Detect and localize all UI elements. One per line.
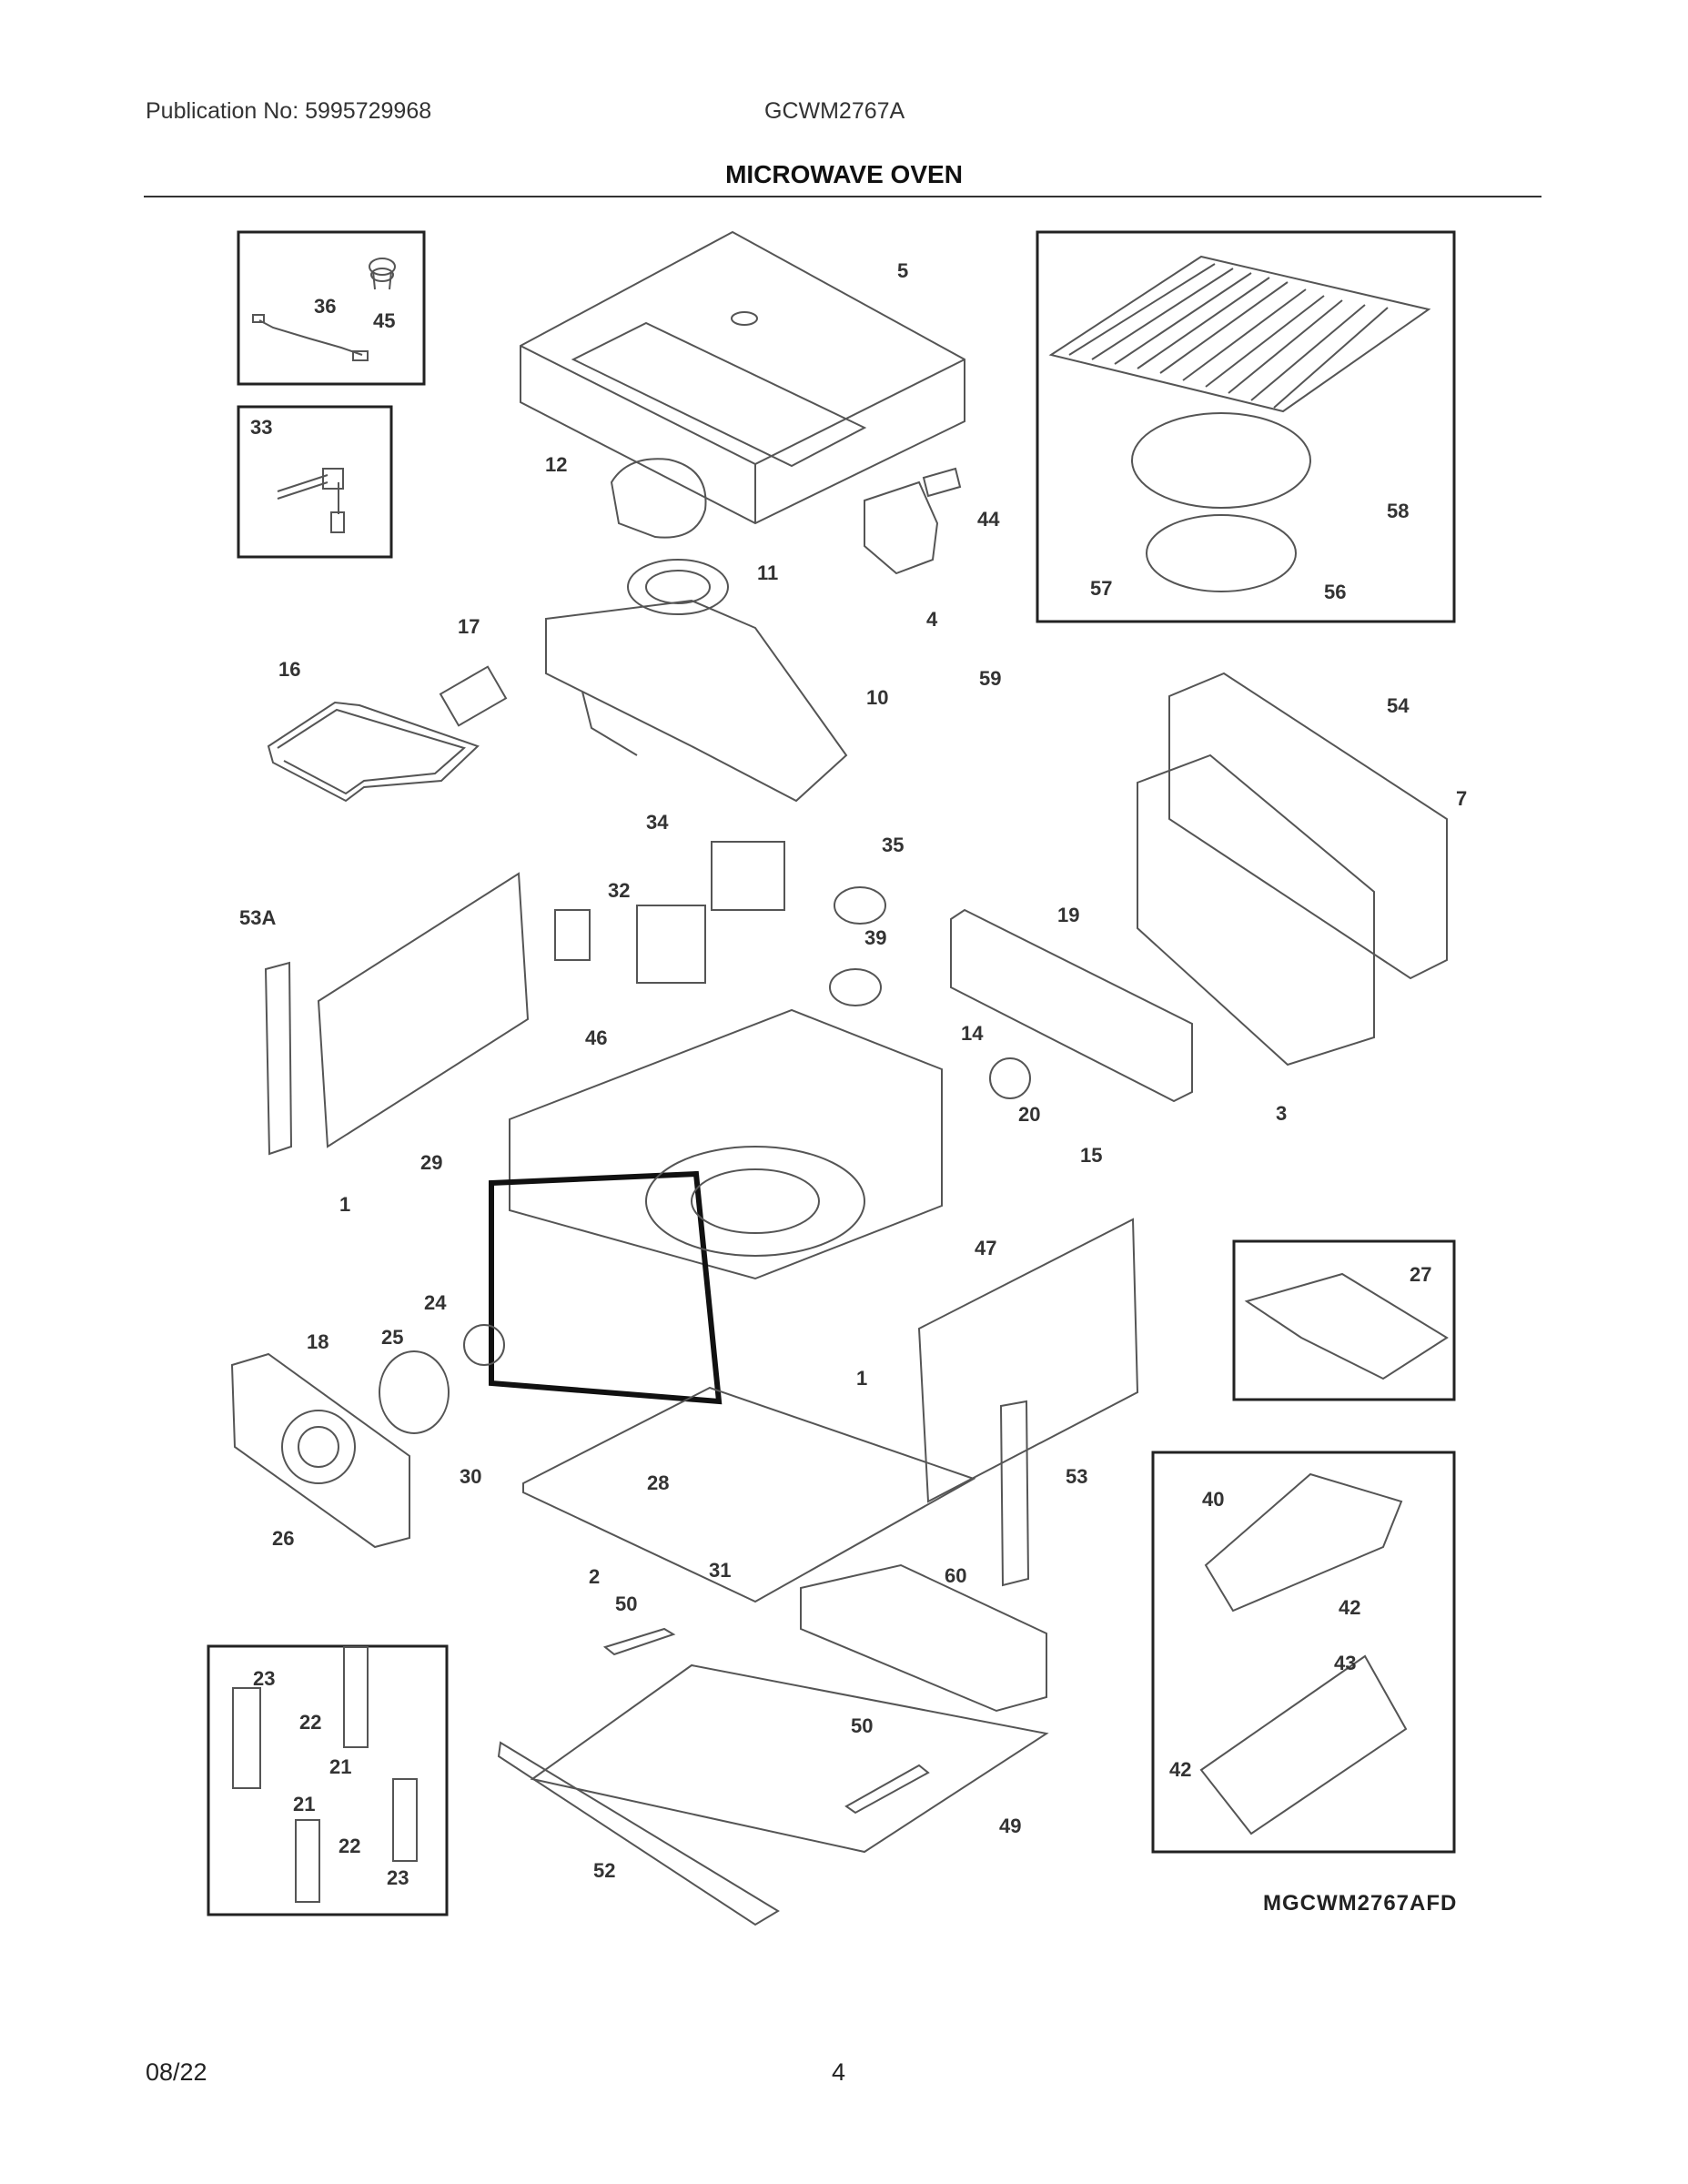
- callout-label: 54: [1387, 694, 1410, 717]
- callout-label: 40: [1202, 1488, 1224, 1511]
- publication-date: 08/22: [146, 2058, 207, 2086]
- callout-label: 56: [1324, 581, 1346, 603]
- callout-label: 1: [339, 1193, 350, 1216]
- callout-label: 5: [897, 259, 908, 282]
- publication-number: Publication No: 5995729968: [146, 98, 432, 124]
- control-bracket-part: [950, 908, 1193, 1103]
- page-number: 4: [832, 2058, 846, 2086]
- base-frame-part: [522, 1386, 1047, 1713]
- callout-label: 18: [307, 1330, 329, 1353]
- callout-label: 46: [585, 1026, 607, 1049]
- callout-label: 47: [975, 1237, 996, 1259]
- callout-label: 42: [1339, 1596, 1360, 1619]
- callout-label: 31: [709, 1559, 731, 1582]
- hinge-parts: [232, 1646, 418, 1903]
- callout-label: 3: [1276, 1102, 1287, 1125]
- probe-sensor-part: [277, 468, 345, 533]
- callout-label: 27: [1410, 1263, 1431, 1286]
- right-side-panel-part: [917, 1218, 1139, 1587]
- callout-label: 30: [460, 1465, 481, 1488]
- callout-label: 21: [293, 1793, 315, 1815]
- grill-element-part: [267, 665, 508, 803]
- inset-box-27: [1232, 1239, 1456, 1401]
- callout-label: 28: [647, 1471, 669, 1494]
- left-side-panel-part: [264, 872, 530, 1156]
- insulation-pad-part: [1244, 1272, 1449, 1380]
- callout-label: 17: [458, 615, 480, 638]
- page-title: MICROWAVE OVEN: [725, 160, 963, 188]
- sensor-wire-part: [252, 258, 396, 361]
- callout-labels: 36 45 33 5 12 11 44 4 58 57 56 59 17 16 …: [239, 259, 1467, 1889]
- callout-label: 49: [999, 1815, 1021, 1837]
- bracket-part: [864, 467, 962, 575]
- title-divider: [144, 196, 1541, 197]
- callout-label: 44: [977, 508, 1000, 531]
- diagram-code: MGCWM2767AFD: [1263, 1891, 1458, 1916]
- callout-label: 45: [373, 309, 395, 332]
- inset-box-rack-59: [1036, 230, 1456, 623]
- oven-rack-part: [1048, 255, 1431, 592]
- callout-label: 16: [278, 658, 300, 681]
- bottom-plate-part: [497, 1663, 1049, 1926]
- callout-label: 36: [314, 295, 336, 318]
- callout-label: 50: [851, 1714, 873, 1737]
- callout-label: 35: [882, 834, 904, 856]
- callout-label: 11: [757, 561, 778, 584]
- callout-label: 42: [1169, 1758, 1191, 1781]
- air-duct-part: [545, 599, 848, 803]
- callout-label: 53A: [239, 906, 276, 929]
- slide-rail-part: [602, 1627, 930, 1815]
- callout-label: 4: [926, 608, 938, 631]
- callout-label: 19: [1057, 904, 1079, 926]
- high-voltage-components: [554, 841, 886, 1006]
- inset-box-board-40: [1151, 1451, 1456, 1854]
- callout-label: 22: [299, 1711, 321, 1734]
- callout-label: 14: [961, 1022, 984, 1045]
- callout-label: 33: [250, 416, 272, 439]
- callout-label: 39: [864, 926, 886, 949]
- convection-fan-assembly: [230, 1324, 505, 1549]
- callout-label: 25: [381, 1326, 403, 1349]
- callout-label: 2: [589, 1565, 600, 1588]
- top-cover-part: [520, 230, 965, 525]
- callout-label: 1: [856, 1367, 867, 1390]
- callout-label: 23: [253, 1667, 275, 1690]
- control-board-part: [1199, 1472, 1408, 1835]
- callout-label: 21: [329, 1755, 351, 1778]
- callout-label: 57: [1090, 577, 1112, 600]
- callout-label: 26: [272, 1527, 294, 1550]
- model-number: GCWM2767A: [764, 98, 905, 124]
- callout-label: 43: [1334, 1652, 1356, 1674]
- callout-label: 23: [387, 1866, 409, 1889]
- callout-label: 32: [608, 879, 630, 902]
- inset-box-36-45: [237, 230, 426, 386]
- callout-label: 22: [339, 1835, 360, 1857]
- back-panel-part: [1137, 672, 1448, 1067]
- oven-cavity-part: [489, 1008, 943, 1405]
- callout-label: 59: [979, 667, 1001, 690]
- callout-label: 7: [1456, 787, 1467, 810]
- callout-label: 29: [420, 1151, 442, 1174]
- callout-label: 58: [1387, 500, 1409, 522]
- callout-label: 60: [945, 1564, 966, 1587]
- callout-label: 52: [593, 1859, 615, 1882]
- callout-label: 53: [1066, 1465, 1087, 1488]
- cooling-fan-part: [610, 458, 729, 615]
- inset-box-hinges: [207, 1644, 449, 1916]
- callout-label: 50: [615, 1592, 637, 1615]
- callout-label: 10: [866, 686, 888, 709]
- callout-label: 20: [1018, 1103, 1040, 1126]
- callout-label: 12: [545, 453, 567, 476]
- callout-label: 15: [1080, 1144, 1102, 1167]
- callout-label: 24: [424, 1291, 447, 1314]
- inset-box-33: [237, 405, 393, 559]
- callout-label: 34: [646, 811, 669, 834]
